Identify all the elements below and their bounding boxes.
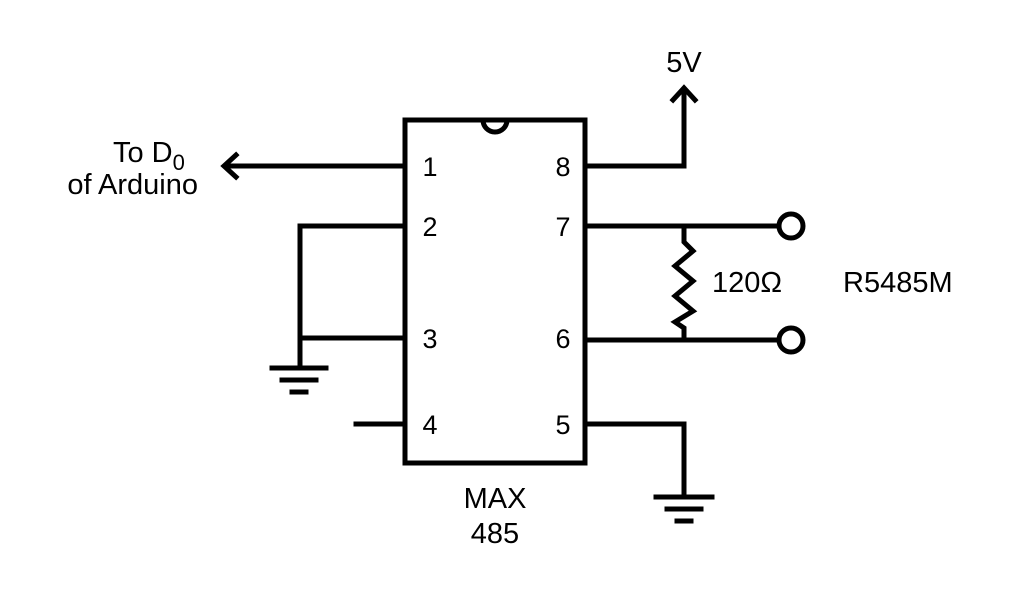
pin-number-6: 6 xyxy=(555,324,570,354)
pin-number-8: 8 xyxy=(555,152,570,182)
pin-number-4: 4 xyxy=(422,410,437,440)
pin-number-1: 1 xyxy=(422,152,437,182)
pin-number-3: 3 xyxy=(422,324,437,354)
pin5-ground-wire xyxy=(582,421,687,500)
pin8-supply-wire xyxy=(582,84,699,169)
left-arrow-icon xyxy=(220,151,240,181)
ground-symbol-left xyxy=(269,365,329,395)
label-to-d: To D xyxy=(113,137,173,169)
up-arrow-icon xyxy=(669,84,699,104)
ic-body xyxy=(402,117,588,466)
pin-number-2: 2 xyxy=(422,212,437,242)
ic-notch xyxy=(480,117,510,135)
label-5v: 5V xyxy=(666,47,702,79)
label-to-d0: To D0 xyxy=(113,137,185,175)
resistor-icon xyxy=(670,223,698,343)
pin-number-7: 7 xyxy=(555,212,570,242)
pin2-pin3-ground-wire xyxy=(297,223,408,371)
label-d-subscript: 0 xyxy=(173,150,185,175)
ic-max485 xyxy=(402,117,588,466)
label-resistor-value: 120Ω xyxy=(712,267,782,299)
label-of-arduino: of Arduino xyxy=(67,169,198,201)
terminal-b-icon xyxy=(776,325,806,355)
pin1-wire xyxy=(220,151,408,181)
terminal-a-icon xyxy=(776,211,806,241)
pin-number-5: 5 xyxy=(555,410,570,440)
ground-symbol-right xyxy=(653,494,715,524)
chip-name-line2: 485 xyxy=(471,518,519,550)
label-connector: R5485M xyxy=(843,267,953,299)
chip-name-line1: MAX xyxy=(464,483,527,515)
